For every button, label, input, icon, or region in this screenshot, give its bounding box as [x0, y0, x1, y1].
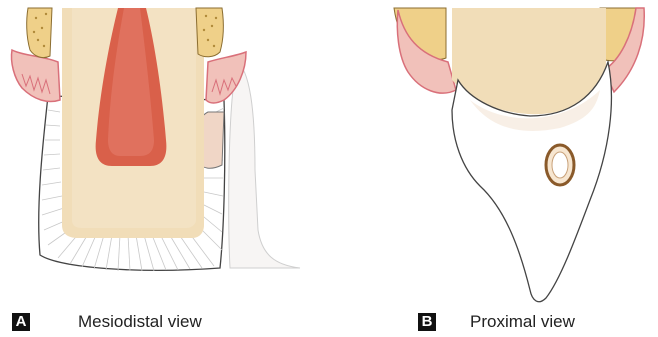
panel-a-caption: Mesiodistal view: [78, 312, 202, 332]
panel-a-label: A Mesiodistal view: [12, 312, 202, 332]
panel-a-badge: A: [12, 313, 30, 331]
panel-b-caption: Proximal view: [470, 312, 575, 332]
bone-right: [196, 8, 223, 57]
panel-a-illustration: [11, 8, 300, 271]
panel-b-badge: B: [418, 313, 436, 331]
panel-b-label: B Proximal view: [418, 312, 575, 332]
bone-left: [27, 8, 52, 58]
adjacent-tooth: [229, 60, 300, 268]
panel-b-illustration: [394, 8, 644, 302]
contact-area-b-inner: [552, 152, 568, 178]
gingiva-left: [11, 50, 60, 102]
